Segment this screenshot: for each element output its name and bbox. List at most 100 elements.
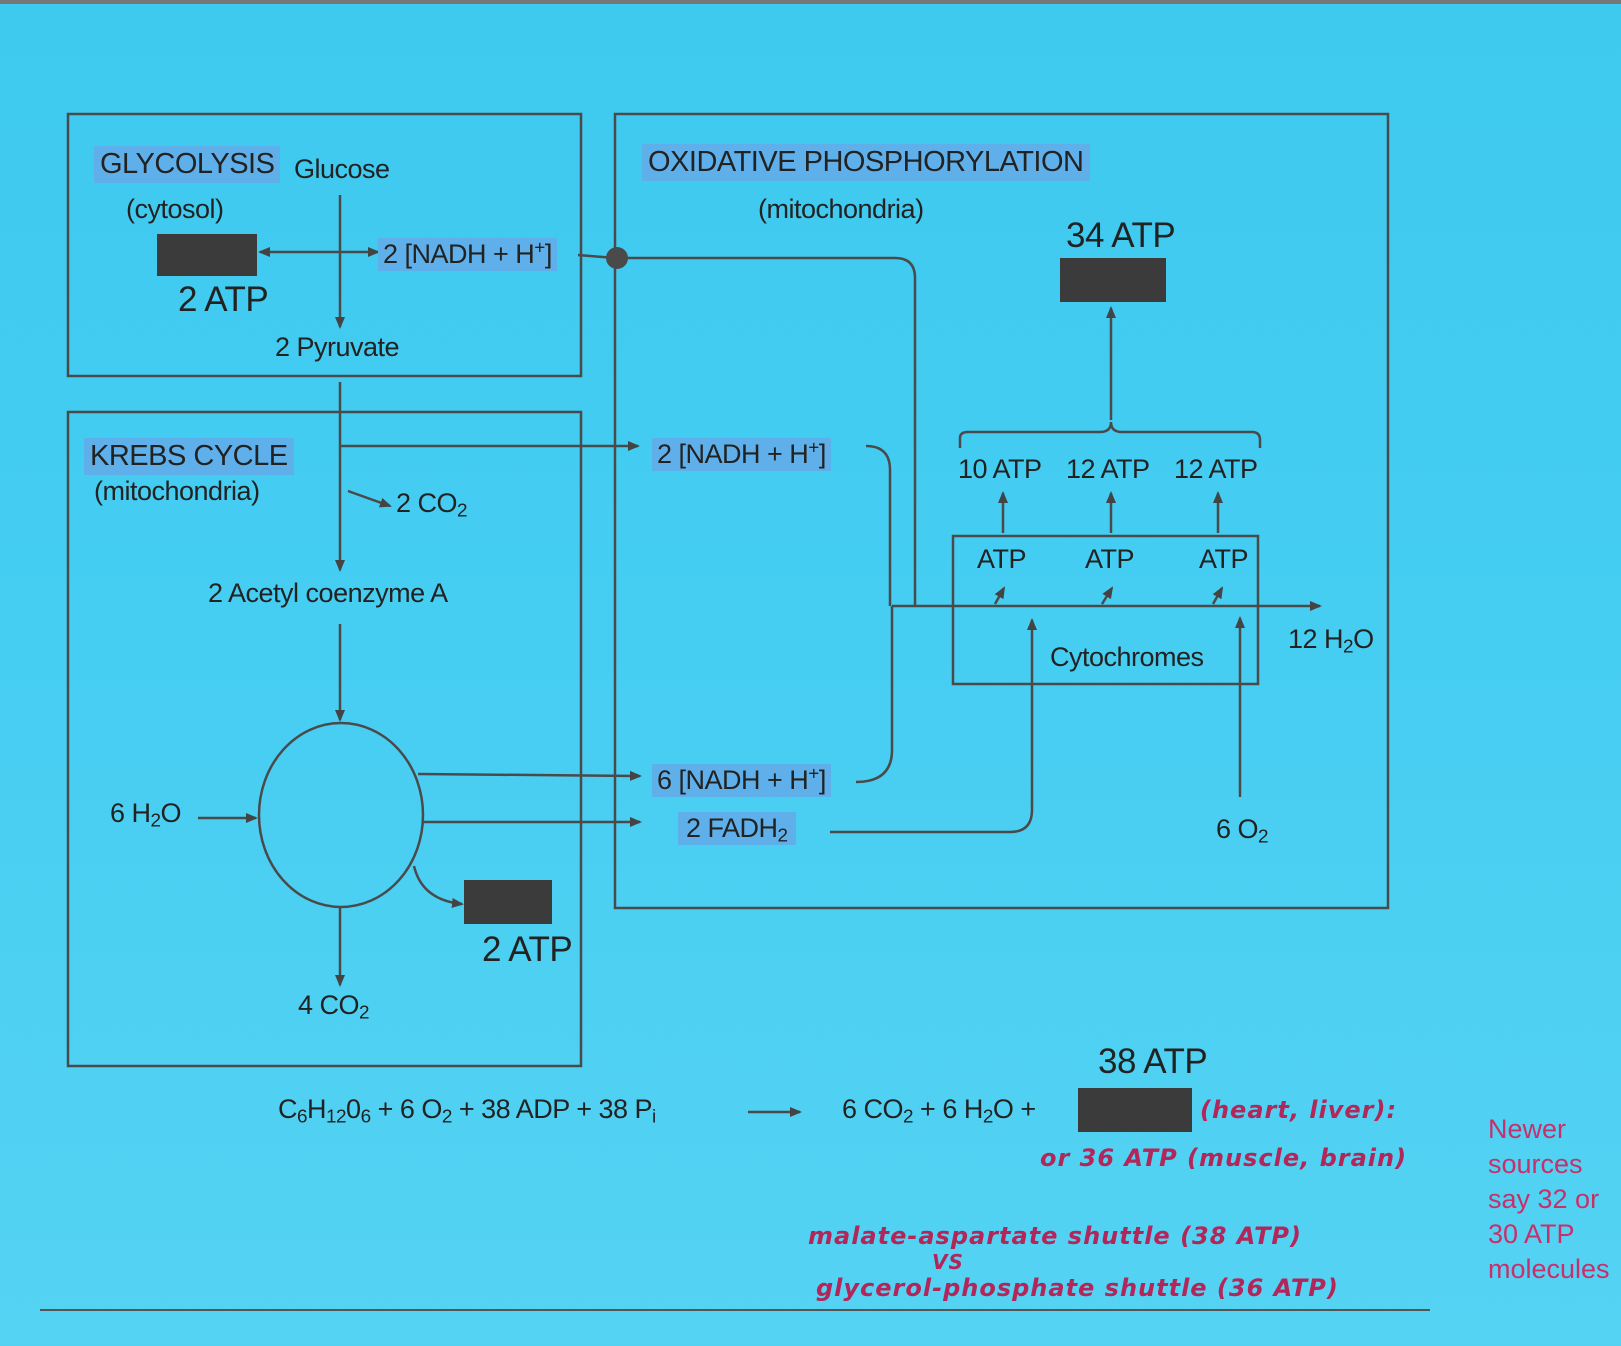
side-note-line-1: Newer <box>1488 1114 1567 1144</box>
oxphos-fadh: 2 FADH2 <box>678 812 796 847</box>
krebs-location: (mitochondria) <box>94 476 260 506</box>
nadh2-to-chain <box>865 444 892 606</box>
eq-c: C <box>278 1094 298 1124</box>
oxphos-nadh6: 6 [NADH + H+] <box>652 764 831 797</box>
krebs-water-o: O <box>160 798 182 828</box>
krebs-water-text: 6 H <box>110 798 151 828</box>
arrow-to-krebs-atp <box>412 865 464 908</box>
eq-water-sub: 2 <box>982 1106 994 1128</box>
atp-site-1: ATP <box>977 544 1027 574</box>
atp-site-2: ATP <box>1085 544 1135 574</box>
handwritten-muscle-brain: or 36 ATP (muscle, brain) <box>1040 1144 1408 1172</box>
oxphos-water-text: 12 H <box>1288 624 1344 654</box>
krebs-co2-2: 2 CO2 <box>396 488 468 521</box>
krebs-co2-2-text: 2 CO <box>396 488 458 518</box>
eq-co2: 6 CO <box>842 1094 904 1124</box>
handwritten-glycerol-shuttle: glycerol-phosphate shuttle (36 ATP) <box>816 1274 1339 1302</box>
oxphos-nadh6-text: 6 [NADH + H <box>657 765 809 795</box>
atp-site-1-arrow <box>993 586 1006 605</box>
handwritten-vs: VS <box>932 1250 964 1274</box>
oxphos-oxygen-sub: 2 <box>1258 826 1269 848</box>
oxphos-title: OXIDATIVE PHOSPHORYLATION <box>642 144 1090 181</box>
krebs-atp-redaction <box>464 880 552 924</box>
eq-co2-sub: 2 <box>903 1106 914 1128</box>
eq-pi-sub: i <box>652 1106 656 1128</box>
oxphos-total-atp: 34 ATP <box>1066 216 1176 255</box>
glycolysis-atp: 2 ATP <box>178 280 269 319</box>
glycolysis-nadh: 2 [NADH + H+] <box>378 238 557 271</box>
krebs-water: 6 H2O <box>110 798 182 831</box>
acetyl-coa-label: 2 Acetyl coenzyme A <box>208 578 448 608</box>
atp-site-3-arrow <box>1211 586 1224 605</box>
oxphos-nadh6-close: ] <box>818 765 827 795</box>
nadh6-to-chain <box>855 606 894 784</box>
side-note: Newer sources say 32 or 30 ATP molecules <box>1488 1112 1621 1287</box>
krebs-co2-4: 4 CO2 <box>298 990 370 1023</box>
oxphos-nadh6-sup: + <box>808 763 819 785</box>
handwritten-heart-liver: (heart, liver): <box>1200 1096 1398 1124</box>
krebs-co2-2-sub: 2 <box>457 500 468 522</box>
nadh-path-to-chain <box>615 256 917 606</box>
side-note-line-3: say 32 or <box>1488 1184 1600 1215</box>
side-note-line-2: sources <box>1488 1149 1583 1180</box>
oxphos-fadh-text: 2 FADH <box>686 813 778 843</box>
equation-atp-redaction <box>1078 1088 1192 1132</box>
glycolysis-nadh-close: ] <box>544 239 553 269</box>
atp-yield-3: 12 ATP <box>1174 454 1258 484</box>
arrow-to-nadh6 <box>417 770 642 781</box>
side-note-line-4: 30 ATP <box>1488 1219 1575 1250</box>
eq-end: O + <box>992 1094 1036 1124</box>
oxphos-nadh2: 2 [NADH + H+] <box>652 438 831 471</box>
equation-total-atp: 38 ATP <box>1098 1042 1208 1081</box>
yield-brace <box>958 421 1262 448</box>
oxphos-nadh2-close: ] <box>818 439 827 469</box>
oxphos-box <box>613 112 1390 910</box>
oxphos-location: (mitochondria) <box>758 194 924 224</box>
eq-c-sub: 6 <box>297 1106 308 1128</box>
oxphos-atp-redaction <box>1060 258 1166 302</box>
eq-h: H <box>307 1094 327 1124</box>
oxphos-water-o: O <box>1353 624 1374 654</box>
glycolysis-atp-redaction <box>157 234 257 276</box>
krebs-water-sub: 2 <box>150 810 162 832</box>
cytochromes-box <box>951 534 1260 686</box>
cytochromes-label: Cytochromes <box>1050 642 1204 672</box>
oxphos-water: 12 H2O <box>1288 624 1374 657</box>
oxphos-fadh-sub: 2 <box>777 825 789 847</box>
eq-o-sub: 6 <box>360 1106 372 1128</box>
arrow-to-co2 <box>347 489 392 508</box>
eq-adp: + 38 ADP + 38 P <box>451 1094 653 1124</box>
equation-rhs: 6 CO2 + 6 H2O + <box>842 1094 1036 1127</box>
krebs-atp: 2 ATP <box>482 930 573 969</box>
side-note-line-5: molecules <box>1488 1254 1610 1285</box>
oxphos-nadh2-text: 2 [NADH + H <box>657 439 809 469</box>
atp-yield-1: 10 ATP <box>958 454 1042 484</box>
oxphos-oxygen-text: 6 O <box>1216 814 1259 844</box>
eq-o: 0 <box>346 1094 361 1124</box>
connector-dot <box>606 247 628 269</box>
atp-yield-2: 12 ATP <box>1066 454 1150 484</box>
glucose-label: Glucose <box>294 154 390 184</box>
glycolysis-location: (cytosol) <box>126 194 224 224</box>
handwritten-malate-shuttle: malate-aspartate shuttle (38 ATP) <box>808 1222 1302 1250</box>
eq-oxygen: + 6 O <box>370 1094 443 1124</box>
atp-site-2-arrow <box>1100 586 1114 605</box>
krebs-title: KREBS CYCLE <box>84 438 294 475</box>
atp-site-3: ATP <box>1199 544 1249 574</box>
krebs-cycle-circle <box>257 721 425 909</box>
krebs-co2-4-text: 4 CO <box>298 990 360 1020</box>
eq-oxygen-sub: 2 <box>441 1106 453 1128</box>
eq-h-sub: 12 <box>326 1106 347 1128</box>
pyruvate-label: 2 Pyruvate <box>275 332 400 362</box>
oxphos-nadh2-sup: + <box>808 437 819 459</box>
oxphos-water-sub: 2 <box>1343 636 1354 658</box>
glycolysis-nadh-text: 2 [NADH + H <box>383 239 535 269</box>
glycolysis-title: GLYCOLYSIS <box>94 146 281 183</box>
krebs-co2-4-sub: 2 <box>359 1002 370 1024</box>
equation-lhs: C6H1206 + 6 O2 + 38 ADP + 38 Pi <box>278 1094 656 1127</box>
fadh-to-chain <box>830 618 1037 834</box>
oxphos-oxygen: 6 O2 <box>1216 814 1269 847</box>
krebs-box <box>66 410 583 1068</box>
